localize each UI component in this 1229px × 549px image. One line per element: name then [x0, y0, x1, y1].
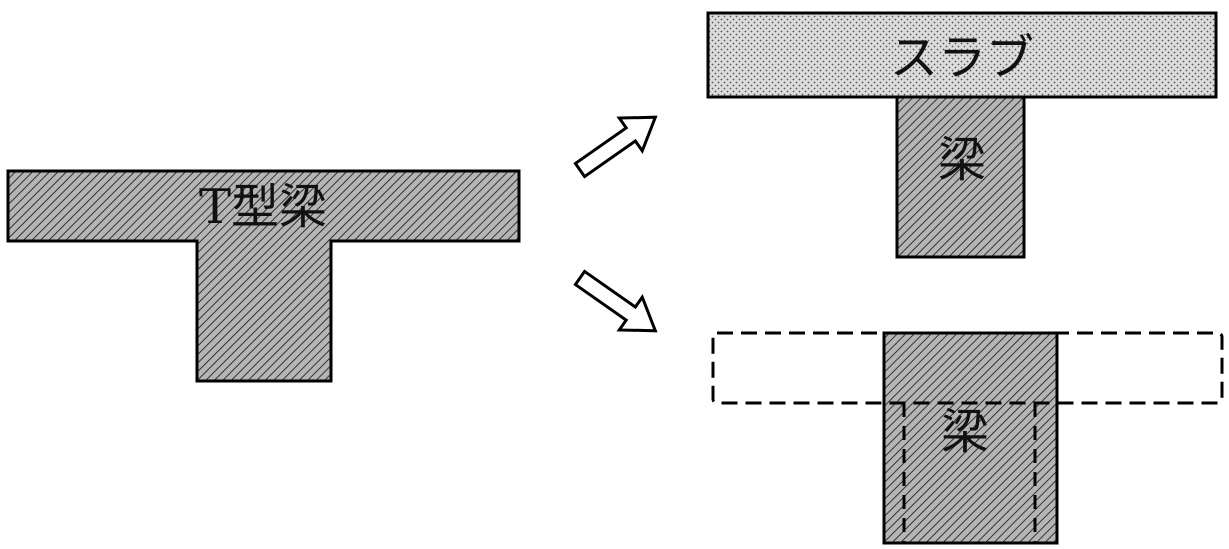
t-beam-label: T型梁: [199, 179, 327, 235]
beam-label-top: 梁: [938, 132, 986, 188]
beam-label-bottom: 梁: [941, 404, 989, 460]
t-beam-shape: [6, 169, 521, 383]
t-beam: T型梁: [6, 169, 521, 383]
slab-label: スラブ: [890, 30, 1034, 86]
beam-solid: [882, 331, 1059, 545]
flange-dashed-outline: [711, 331, 1224, 405]
arrow-down-right: [573, 269, 658, 333]
beam-web-top: [895, 95, 1026, 259]
slab: [706, 11, 1218, 99]
arrow-up-right: [573, 115, 658, 179]
arrow-down-right-icon: [573, 269, 658, 333]
slab-beam-decomposition: スラブ 梁: [706, 11, 1218, 259]
beam-with-effective-flange: 梁: [711, 331, 1224, 545]
arrow-up-right-icon: [573, 115, 658, 179]
